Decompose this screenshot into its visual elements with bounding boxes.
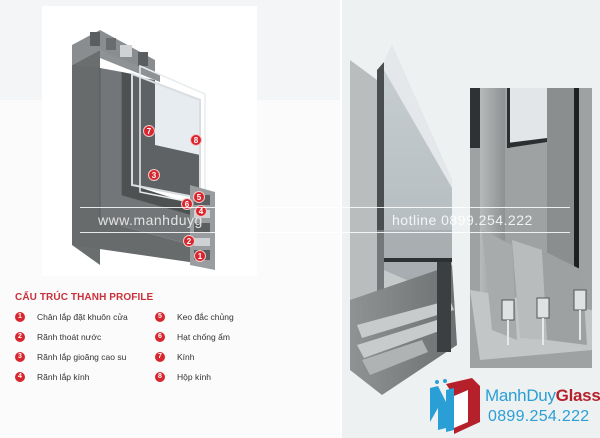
legend-number-badge: 4 — [15, 372, 25, 382]
diagram-marker-5: 5 — [193, 191, 205, 203]
brand-phone: 0899.254.222 — [488, 408, 590, 425]
legend-item: 6 Hạt chống ẩm — [155, 332, 230, 342]
legend-number-badge: 5 — [155, 312, 165, 322]
legend-number-badge: 1 — [15, 312, 25, 322]
legend-number-badge: 3 — [15, 352, 25, 362]
legend-number-badge: 8 — [155, 372, 165, 382]
watermark-hotline: hotline 0899.254.222 — [392, 212, 533, 228]
aluminum-profile-illustration — [72, 30, 215, 270]
legend-item: 7 Kính — [155, 352, 195, 362]
legend-label: Chân lắp đặt khuôn cửa — [37, 312, 128, 322]
legend-label: Rãnh thoát nước — [37, 332, 102, 342]
diagram-marker-8: 8 — [190, 134, 202, 146]
legend-item: 3 Rãnh lắp gioăng cao su — [15, 352, 126, 362]
diagram-marker-7: 7 — [143, 125, 155, 137]
legend-item: 8 Hộp kính — [155, 372, 211, 382]
brand-name: ManhDuyGlass — [485, 386, 600, 406]
diagram-marker-1: 1 — [194, 250, 206, 262]
legend-number-badge: 7 — [155, 352, 165, 362]
legend-item: 2 Rãnh thoát nước — [15, 332, 101, 342]
watermark-website: www.manhduyg — [98, 212, 203, 228]
section-title: CẤU TRÚC THANH PROFILE — [15, 292, 154, 303]
sliding-window-photo-panel — [342, 0, 600, 438]
legend-label: Kính — [177, 352, 195, 362]
profile-diagram-panel: 7 8 3 5 6 4 2 1 CẤU TRÚC THANH PROFILE 1… — [15, 30, 234, 382]
legend-item: 5 Keo đắc chủng — [155, 312, 234, 322]
diagram-marker-4: 4 — [195, 205, 207, 217]
legend-item: 1 Chân lắp đặt khuôn cửa — [15, 312, 128, 322]
diagram-marker-2: 2 — [183, 235, 195, 247]
brand-name-part1: ManhDuy — [485, 386, 556, 405]
brand-name-part2: Glass — [555, 386, 600, 405]
legend-label: Rãnh lắp kính — [37, 372, 90, 382]
brand-logo: ManhDuyGlass 0899.254.222 — [428, 378, 600, 434]
legend-item: 4 Rãnh lắp kính — [15, 372, 89, 382]
legend-label: Hộp kính — [177, 372, 212, 382]
md-logo-icon — [430, 378, 480, 434]
legend-number-badge: 2 — [15, 332, 25, 342]
legend-label: Keo đắc chủng — [177, 312, 234, 322]
diagram-marker-3: 3 — [148, 169, 160, 181]
panel-divider — [340, 0, 343, 438]
legend-label: Rãnh lắp gioăng cao su — [37, 352, 127, 362]
sliding-window-illustration — [350, 45, 592, 395]
legend-label: Hạt chống ẩm — [177, 332, 230, 342]
watermark-band — [80, 207, 570, 233]
legend-number-badge: 6 — [155, 332, 165, 342]
